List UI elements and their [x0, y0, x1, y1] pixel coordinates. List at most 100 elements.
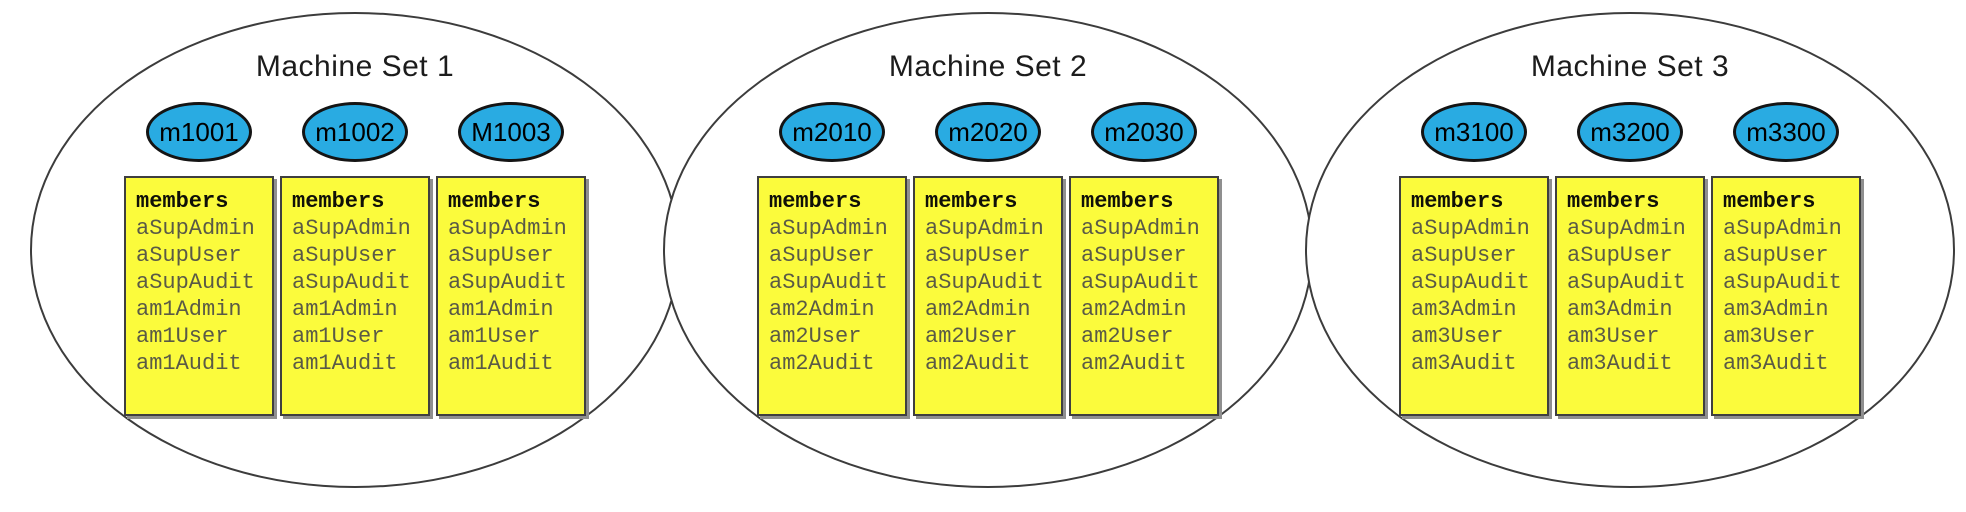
member-item: aSupUser [1567, 243, 1673, 268]
member-item: am1User [292, 324, 385, 349]
machine-name-label: m1002 [315, 116, 395, 147]
members-header-label: members [1567, 189, 1660, 214]
machine-name-label: m3300 [1746, 116, 1826, 147]
members-header-label: members [1411, 189, 1504, 214]
member-item: am2User [1081, 324, 1174, 349]
member-item: am1User [136, 324, 229, 349]
member-item: aSupAudit [136, 270, 255, 295]
member-item: aSupAdmin [769, 216, 888, 241]
member-item: aSupUser [1723, 243, 1829, 268]
member-item: aSupAudit [1081, 270, 1200, 295]
members-header-label: members [136, 189, 229, 214]
member-item: aSupUser [136, 243, 242, 268]
machine-set-title: Machine Set 1 [255, 50, 455, 83]
member-item: aSupAdmin [1567, 216, 1686, 241]
member-item: aSupAdmin [1723, 216, 1842, 241]
member-item: am2Admin [769, 297, 875, 322]
member-item: am2Admin [925, 297, 1031, 322]
machine-set-title: Machine Set 2 [888, 50, 1088, 83]
member-item: aSupAdmin [448, 216, 567, 241]
machine-name-label: m2010 [792, 116, 872, 147]
member-item: am3User [1723, 324, 1816, 349]
member-item: aSupAudit [769, 270, 888, 295]
member-item: aSupAudit [1723, 270, 1842, 295]
member-item: aSupAudit [1567, 270, 1686, 295]
members-header-label: members [292, 189, 385, 214]
machine-node-oval: m2010 [779, 102, 885, 162]
member-item: am1Admin [292, 297, 398, 322]
member-item: am1Audit [292, 351, 398, 376]
member-item: am2Audit [925, 351, 1031, 376]
members-header-label: members [769, 189, 862, 214]
member-item: am2User [925, 324, 1018, 349]
members-header-label: members [925, 189, 1018, 214]
member-item: aSupUser [1081, 243, 1187, 268]
member-item: aSupUser [925, 243, 1031, 268]
member-item: am2Audit [769, 351, 875, 376]
member-item: am3Admin [1411, 297, 1517, 322]
member-item: am3Audit [1411, 351, 1517, 376]
member-item: am1Audit [136, 351, 242, 376]
member-item: am2Admin [1081, 297, 1187, 322]
members-header-label: members [448, 189, 541, 214]
member-item: aSupAudit [925, 270, 1044, 295]
members-header-label: members [1723, 189, 1816, 214]
member-item: am1Admin [448, 297, 554, 322]
machine-node-oval: m1001 [146, 102, 252, 162]
machine-node-oval: M1003 [458, 102, 564, 162]
member-item: aSupUser [769, 243, 875, 268]
member-item: am2Audit [1081, 351, 1187, 376]
member-item: aSupAdmin [1411, 216, 1530, 241]
machine-name-label: m2020 [948, 116, 1028, 147]
machine-node-oval: m1002 [302, 102, 408, 162]
member-item: am3Audit [1567, 351, 1673, 376]
machine-node-oval: m2020 [935, 102, 1041, 162]
member-item: am3User [1411, 324, 1504, 349]
member-item: aSupAudit [292, 270, 411, 295]
member-item: am1Admin [136, 297, 242, 322]
member-item: am3User [1567, 324, 1660, 349]
member-item: aSupUser [292, 243, 398, 268]
member-item: am2User [769, 324, 862, 349]
member-item: aSupUser [1411, 243, 1517, 268]
machine-name-label: m2030 [1104, 116, 1184, 147]
member-item: aSupAudit [1411, 270, 1530, 295]
member-item: am3Admin [1567, 297, 1673, 322]
member-item: aSupAdmin [925, 216, 1044, 241]
member-item: am3Admin [1723, 297, 1829, 322]
member-item: am3Audit [1723, 351, 1829, 376]
member-item: am1Audit [448, 351, 554, 376]
member-item: aSupAudit [448, 270, 567, 295]
member-item: aSupAdmin [1081, 216, 1200, 241]
member-item: aSupAdmin [292, 216, 411, 241]
